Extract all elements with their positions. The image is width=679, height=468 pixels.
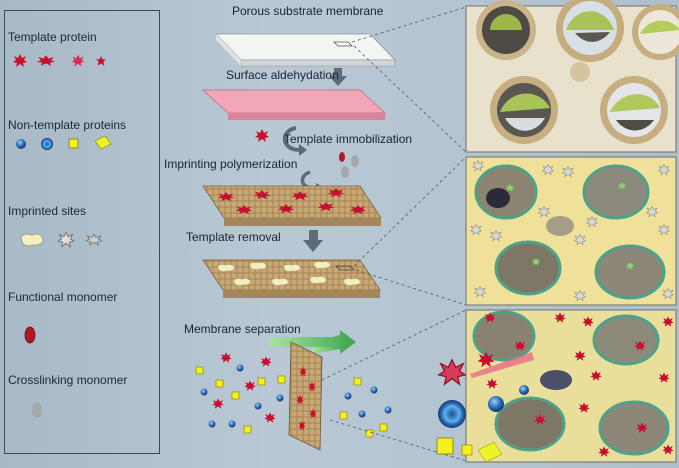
template-protein-icon [255,129,269,142]
legend-imprinted-site-icons [20,231,103,248]
legend-panel [4,10,160,454]
legend-template-protein-label: Template protein [8,30,97,44]
template-protein-icon [13,54,27,67]
down-arrow [303,230,323,252]
aldehydated-membrane [201,89,387,114]
porous-substrate-membrane [215,33,396,61]
yellow-cube-icon [68,138,79,149]
micrograph-rebinding [436,309,677,463]
template-protein-icon [96,56,106,66]
crosslinking-monomer-icon [341,166,349,178]
step-membrane-separation-label: Membrane separation [184,322,301,336]
imprinted-site-blob-icon [20,233,44,247]
legend-functional-monomer-label: Functional monomer [8,290,118,304]
binding-beam [470,352,534,378]
incoming-non-template-protein [438,400,466,428]
template-protein-icon [36,55,56,66]
step-surface-aldehydation-label: Surface aldehydation [226,68,339,82]
imprinted-site-star-icon [57,231,75,248]
legend-non-template-icons [16,135,112,150]
legend-non-template-proteins-label: Non-template proteins [8,118,127,132]
zoom-lines [321,6,471,463]
template-protein-icon [71,54,85,67]
micrograph-imprinted-surface [465,156,677,306]
micrograph-porous-substrate [465,0,679,153]
incoming-non-template-protein [436,437,454,455]
functional-monomer-icon [339,152,345,162]
aldehydated-membrane-edge [228,113,385,120]
blue-ball-icon [16,139,26,149]
flow-direction-arrow [270,330,356,354]
separation-membrane [288,341,323,451]
functional-monomer-icon [24,326,36,344]
legend-crosslinking-monomer-label: Crosslinking monomer [8,373,128,387]
blue-ring-ball-icon [41,138,53,150]
legend-template-protein-icons [13,54,106,67]
yellow-rhombus-icon [94,135,112,150]
step-template-removal-label: Template removal [186,230,281,244]
incoming-template-protein [437,358,467,386]
membrane-side [216,34,241,66]
down-arrow [329,68,347,86]
curved-arrow [282,126,301,152]
imprinted-membrane-edge [224,218,381,226]
legend-imprinted-sites-label: Imprinted sites [8,204,87,218]
zoom-selection-box [333,41,353,47]
template-removed-membrane-edge [223,290,380,298]
step-porous-substrate-label: Porous substrate membrane [232,4,384,18]
imprinted-site-star-icon [85,233,103,246]
step-template-immobilization-label: Template immobilization [284,132,413,146]
crosslinking-monomer-icon [351,155,359,167]
step-imprinting-polymerization-label: Imprinting polymerization [164,157,298,171]
feed-protein-mixture [195,352,286,434]
crosslinking-monomer-icon [32,402,42,418]
permeate-protein-mixture [339,377,392,438]
zoom-selection-box [335,265,355,271]
curved-arrow-head [299,144,307,156]
